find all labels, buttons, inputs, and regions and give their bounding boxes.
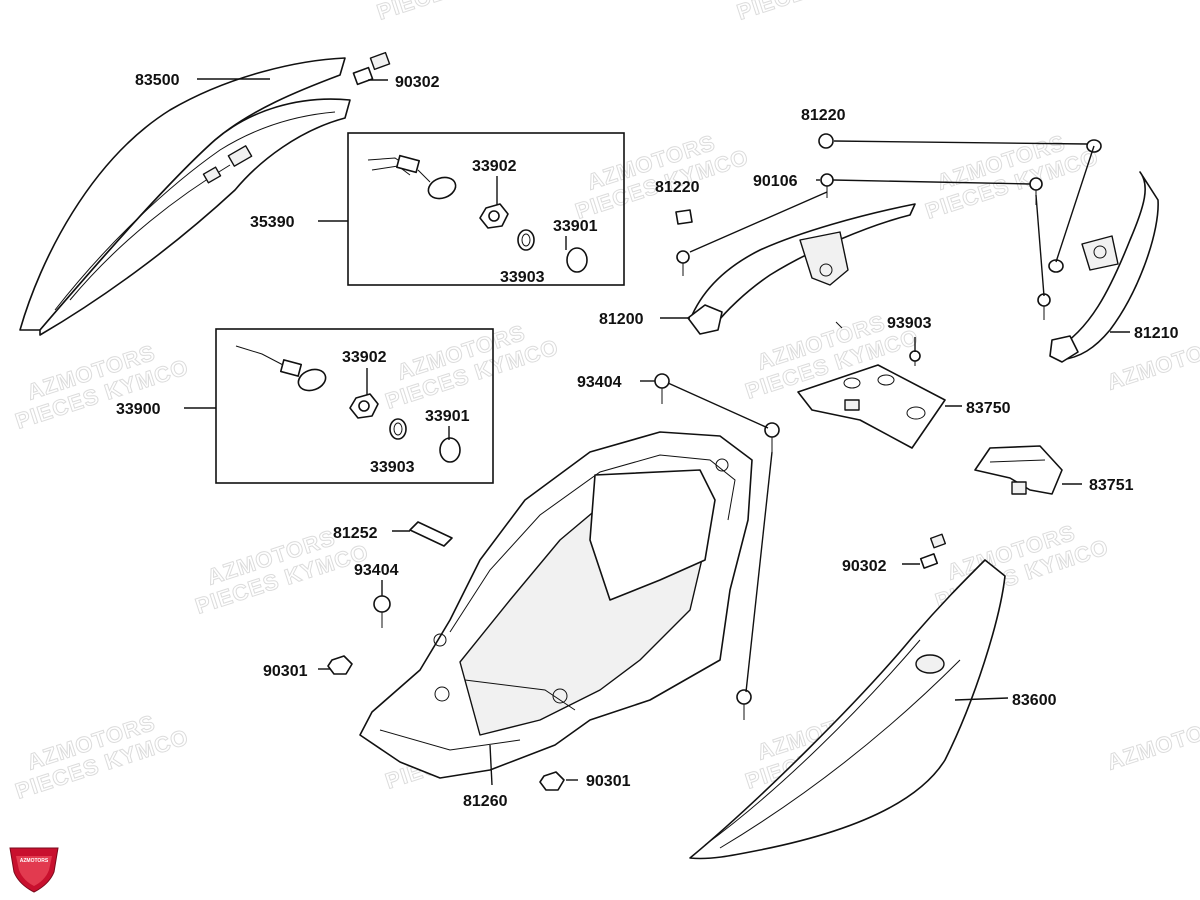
- label-33901-kit-b: 33901: [425, 408, 470, 425]
- label-81252: 81252: [333, 525, 378, 542]
- nuts-90301: [327, 655, 565, 791]
- screw-93903: [835, 321, 921, 366]
- bushing-81220-a: [818, 133, 1102, 273]
- label-90301-left: 90301: [263, 663, 308, 680]
- label-81200: 81200: [599, 311, 644, 328]
- bolts-93404: [373, 373, 780, 720]
- right-side-cover-83600: [689, 559, 1006, 860]
- label-90301-bottom: 90301: [586, 773, 631, 790]
- label-33901-kit-a: 33901: [553, 218, 598, 235]
- storage-box-81260: [359, 431, 753, 779]
- left-side-cover-83500: [19, 57, 351, 336]
- label-81260: 81260: [463, 793, 508, 810]
- label-83600: 83600: [1012, 692, 1057, 709]
- label-93404-left: 93404: [354, 562, 399, 579]
- label-83750: 83750: [966, 400, 1011, 417]
- label-81210: 81210: [1134, 325, 1179, 342]
- kit-33900-contents: [235, 345, 461, 463]
- label-33902-kit-a: 33902: [472, 158, 517, 175]
- plate-81252: [409, 521, 453, 547]
- label-93903: 93903: [887, 315, 932, 332]
- watermark-line1: AZMOTORS: [1104, 710, 1200, 775]
- center-cover-83750: [797, 364, 946, 449]
- label-90302-right: 90302: [842, 558, 887, 575]
- kit-box-35390: [347, 132, 625, 286]
- grab-rail-right-81210: [1049, 171, 1159, 363]
- label-81220-left: 81220: [655, 179, 700, 196]
- label-33902-kit-b: 33902: [342, 349, 387, 366]
- label-90106: 90106: [753, 173, 798, 190]
- label-33900: 33900: [116, 401, 161, 418]
- label-33903-kit-a: 33903: [500, 269, 545, 286]
- clip-nut-90302-right: [919, 533, 947, 569]
- kit-35390-contents: [367, 154, 588, 273]
- grab-rail-left-81200: [687, 203, 916, 335]
- bolts-90106: [676, 173, 1051, 320]
- azmotors-logo: AZMOTORS: [9, 847, 59, 893]
- logo-text: AZMOTORS: [20, 858, 49, 864]
- clip-nut-90302-top: [352, 51, 391, 86]
- label-83751: 83751: [1089, 477, 1134, 494]
- part-labels: 83500 90302 33902 35390 33901 33903 3390…: [116, 72, 1179, 810]
- watermark-line2: PIECES KYMCO: [734, 0, 914, 25]
- label-81220-top: 81220: [801, 107, 846, 124]
- label-83500: 83500: [135, 72, 180, 89]
- label-33903-kit-b: 33903: [370, 459, 415, 476]
- cover-83751: [974, 445, 1063, 495]
- watermark-line2: PIECES KYMCO: [374, 0, 554, 25]
- label-93404-top: 93404: [577, 374, 622, 391]
- leader-lines: [184, 78, 1130, 786]
- bushing-81220-b: [675, 209, 693, 225]
- label-90302-top: 90302: [395, 74, 440, 91]
- label-35390: 35390: [250, 214, 295, 231]
- kit-box-33900: [215, 328, 494, 484]
